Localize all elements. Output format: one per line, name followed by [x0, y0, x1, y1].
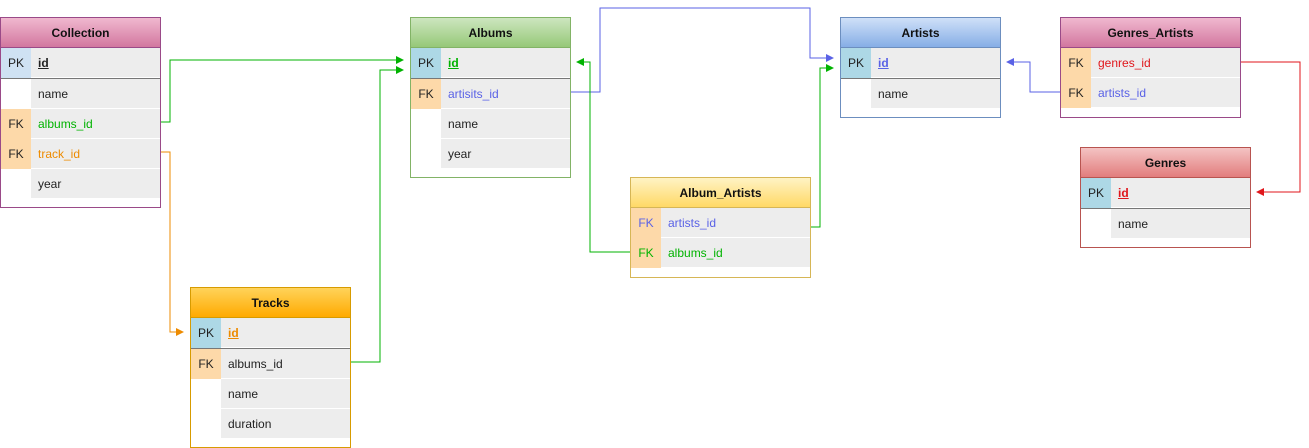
- albums-row-id[interactable]: PK id: [411, 48, 570, 79]
- field-albums-id: albums_id: [31, 109, 160, 139]
- key-cell-empty: [411, 109, 441, 139]
- connector-album-artists-artists: [810, 64, 834, 228]
- field-id: id: [1111, 178, 1250, 208]
- field-name: name: [871, 79, 1000, 109]
- key-cell-empty: [191, 379, 221, 409]
- connector-genres-artists-artists: [1006, 58, 1060, 93]
- key-cell-empty: [1, 169, 31, 199]
- artists-row-id[interactable]: PK id: [841, 48, 1000, 79]
- genres-artists-row-genres-id[interactable]: FK genres_id: [1061, 48, 1240, 78]
- entity-genres-artists[interactable]: Genres_Artists FK genres_id FK artists_i…: [1060, 17, 1241, 118]
- albums-row-name[interactable]: name: [411, 109, 570, 139]
- connector-tracks-albums: [350, 66, 404, 363]
- pk-badge: PK: [1, 48, 31, 78]
- entity-genres[interactable]: Genres PK id name: [1080, 147, 1251, 248]
- collection-row-track-id[interactable]: FK track_id: [1, 139, 160, 169]
- albums-row-artisits-id[interactable]: FK artisits_id: [411, 79, 570, 109]
- field-year: year: [441, 139, 570, 169]
- field-genres-id: genres_id: [1091, 48, 1240, 78]
- field-albums-id: albums_id: [221, 349, 350, 379]
- entity-genres-title: Genres: [1081, 148, 1250, 178]
- field-artists-id: artists_id: [1091, 78, 1240, 108]
- fk-badge: FK: [191, 349, 221, 379]
- field-artisits-id: artisits_id: [441, 79, 570, 109]
- album-artists-row-artists-id[interactable]: FK artists_id: [631, 208, 810, 238]
- connector-collection-tracks: [160, 151, 184, 336]
- connector-albums-artists: [570, 7, 834, 93]
- genres-artists-row-artists-id[interactable]: FK artists_id: [1061, 78, 1240, 108]
- field-year: year: [31, 169, 160, 199]
- tracks-row-albums-id[interactable]: FK albums_id: [191, 349, 350, 379]
- fk-badge: FK: [411, 79, 441, 109]
- tracks-row-id[interactable]: PK id: [191, 318, 350, 349]
- genres-row-id[interactable]: PK id: [1081, 178, 1250, 209]
- field-duration: duration: [221, 409, 350, 439]
- collection-row-name[interactable]: name: [1, 79, 160, 109]
- field-track-id: track_id: [31, 139, 160, 169]
- pk-badge: PK: [411, 48, 441, 78]
- entity-tracks[interactable]: Tracks PK id FK albums_id name duration: [190, 287, 351, 448]
- entity-collection[interactable]: Collection PK id name FK albums_id FK tr…: [0, 17, 161, 208]
- key-cell-empty: [1081, 209, 1111, 239]
- field-artists-id: artists_id: [661, 208, 810, 238]
- pk-badge: PK: [841, 48, 871, 78]
- key-cell-empty: [191, 409, 221, 439]
- field-id: id: [441, 48, 570, 78]
- field-id: id: [871, 48, 1000, 78]
- field-id: id: [221, 318, 350, 348]
- field-name: name: [1111, 209, 1250, 239]
- field-id: id: [31, 48, 160, 78]
- field-albums-id: albums_id: [661, 238, 810, 268]
- fk-badge: FK: [1, 139, 31, 169]
- fk-badge: FK: [1061, 78, 1091, 108]
- entity-collection-title: Collection: [1, 18, 160, 48]
- artists-row-name[interactable]: name: [841, 79, 1000, 109]
- entity-artists[interactable]: Artists PK id name: [840, 17, 1001, 118]
- entity-albums-title: Albums: [411, 18, 570, 48]
- fk-badge: FK: [631, 238, 661, 268]
- key-cell-empty: [1, 79, 31, 109]
- fk-badge: FK: [1, 109, 31, 139]
- connector-collection-albums: [160, 56, 404, 123]
- fk-badge: FK: [631, 208, 661, 238]
- entity-album-artists-title: Album_Artists: [631, 178, 810, 208]
- entity-album-artists[interactable]: Album_Artists FK artists_id FK albums_id: [630, 177, 811, 278]
- entity-tracks-title: Tracks: [191, 288, 350, 318]
- entity-artists-title: Artists: [841, 18, 1000, 48]
- key-cell-empty: [841, 79, 871, 109]
- entity-albums[interactable]: Albums PK id FK artisits_id name year: [410, 17, 571, 178]
- tracks-row-name[interactable]: name: [191, 379, 350, 409]
- tracks-row-duration[interactable]: duration: [191, 409, 350, 439]
- entity-genres-artists-title: Genres_Artists: [1061, 18, 1240, 48]
- field-name: name: [441, 109, 570, 139]
- key-cell-empty: [411, 139, 441, 169]
- pk-badge: PK: [1081, 178, 1111, 208]
- albums-row-year[interactable]: year: [411, 139, 570, 169]
- genres-row-name[interactable]: name: [1081, 209, 1250, 239]
- field-name: name: [221, 379, 350, 409]
- collection-row-id[interactable]: PK id: [1, 48, 160, 79]
- pk-badge: PK: [191, 318, 221, 348]
- fk-badge: FK: [1061, 48, 1091, 78]
- field-name: name: [31, 79, 160, 109]
- album-artists-row-albums-id[interactable]: FK albums_id: [631, 238, 810, 268]
- collection-row-year[interactable]: year: [1, 169, 160, 199]
- connector-album-artists-albums: [576, 58, 630, 253]
- collection-row-albums-id[interactable]: FK albums_id: [1, 109, 160, 139]
